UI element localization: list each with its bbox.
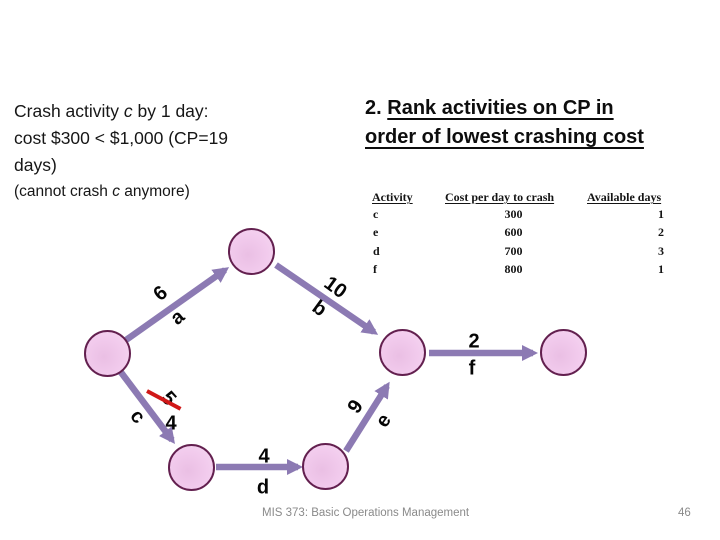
table-header-row: Activity Cost per day to crash Available… [372, 190, 702, 207]
note-activity-c: c [123, 101, 133, 121]
network-node-start [84, 330, 131, 377]
table-cell: 600 [504, 225, 523, 240]
table-cell: 800 [504, 262, 523, 277]
edge-e-arrow [343, 381, 390, 453]
note-text: Crash activity [14, 101, 124, 121]
table-cell: d [373, 243, 380, 258]
edge-b-arrow [274, 262, 379, 335]
edge-c-arrow [117, 369, 176, 444]
network-node-bottom-mid [302, 443, 349, 490]
heading-text-1: Rank activities on CP in [387, 97, 614, 119]
table-cell: e [373, 225, 379, 240]
table-cell: 1 [658, 262, 664, 277]
table-cell: 700 [504, 243, 523, 258]
table-cell: 300 [504, 207, 523, 221]
note-line-3: days) [14, 155, 57, 175]
network-node-merge [379, 329, 426, 376]
table-cell: 3 [658, 243, 664, 258]
slide-heading: 2. Rank activities on CP in order of low… [365, 94, 644, 152]
heading-number: 2. [365, 97, 388, 119]
edge-d-duration: 4 [258, 445, 270, 468]
table-row: c 300 1 [372, 207, 702, 225]
network-node-end [540, 329, 587, 376]
table-cell: 1 [658, 207, 664, 221]
crash-cost-table: Activity Cost per day to crash Available… [372, 190, 702, 280]
table-row: e 600 2 [372, 225, 702, 243]
note-line-1: Crash activity c by 1 day: [14, 98, 228, 125]
footer-course: MIS 373: Basic Operations Management [262, 507, 470, 519]
table-body: c 300 1 e 600 2 d 700 3 f 800 1 [372, 207, 702, 281]
heading-text-2: order of lowest crashing cost [365, 126, 644, 148]
edge-a-arrow [124, 267, 230, 343]
edge-d-label: d [256, 476, 270, 499]
heading-line-2: order of lowest crashing cost [365, 123, 644, 152]
table-header-available: Available days [587, 190, 662, 204]
edge-c-new-duration: 4 [165, 412, 177, 435]
note-text: (cannot crash [14, 183, 113, 200]
note-text: anymore) [119, 183, 190, 200]
table-row: f 800 1 [372, 262, 702, 280]
network-node-bottom-left [168, 444, 215, 491]
table-cell: f [373, 262, 377, 277]
edge-f-label: f [468, 357, 476, 380]
table-cell: c [373, 207, 379, 221]
note-line-4: (cannot crash c anymore) [14, 179, 228, 204]
edge-f-duration: 2 [468, 330, 480, 353]
table-header-activity: Activity [372, 190, 413, 204]
network-node-top [228, 228, 275, 275]
footer-page-number: 46 [678, 507, 691, 519]
note-text: by 1 day: [132, 101, 209, 121]
note-line-2: cost $300 < $1,000 (CP=19 [14, 128, 229, 148]
crash-notes: Crash activity c by 1 day: cost $300 < $… [14, 98, 228, 204]
table-cell: 2 [658, 225, 664, 240]
note-activity-c: c [112, 183, 120, 200]
table-row: d 700 3 [372, 244, 702, 262]
table-header-cost: Cost per day to crash [445, 190, 555, 204]
heading-line-1: 2. Rank activities on CP in [365, 94, 644, 123]
